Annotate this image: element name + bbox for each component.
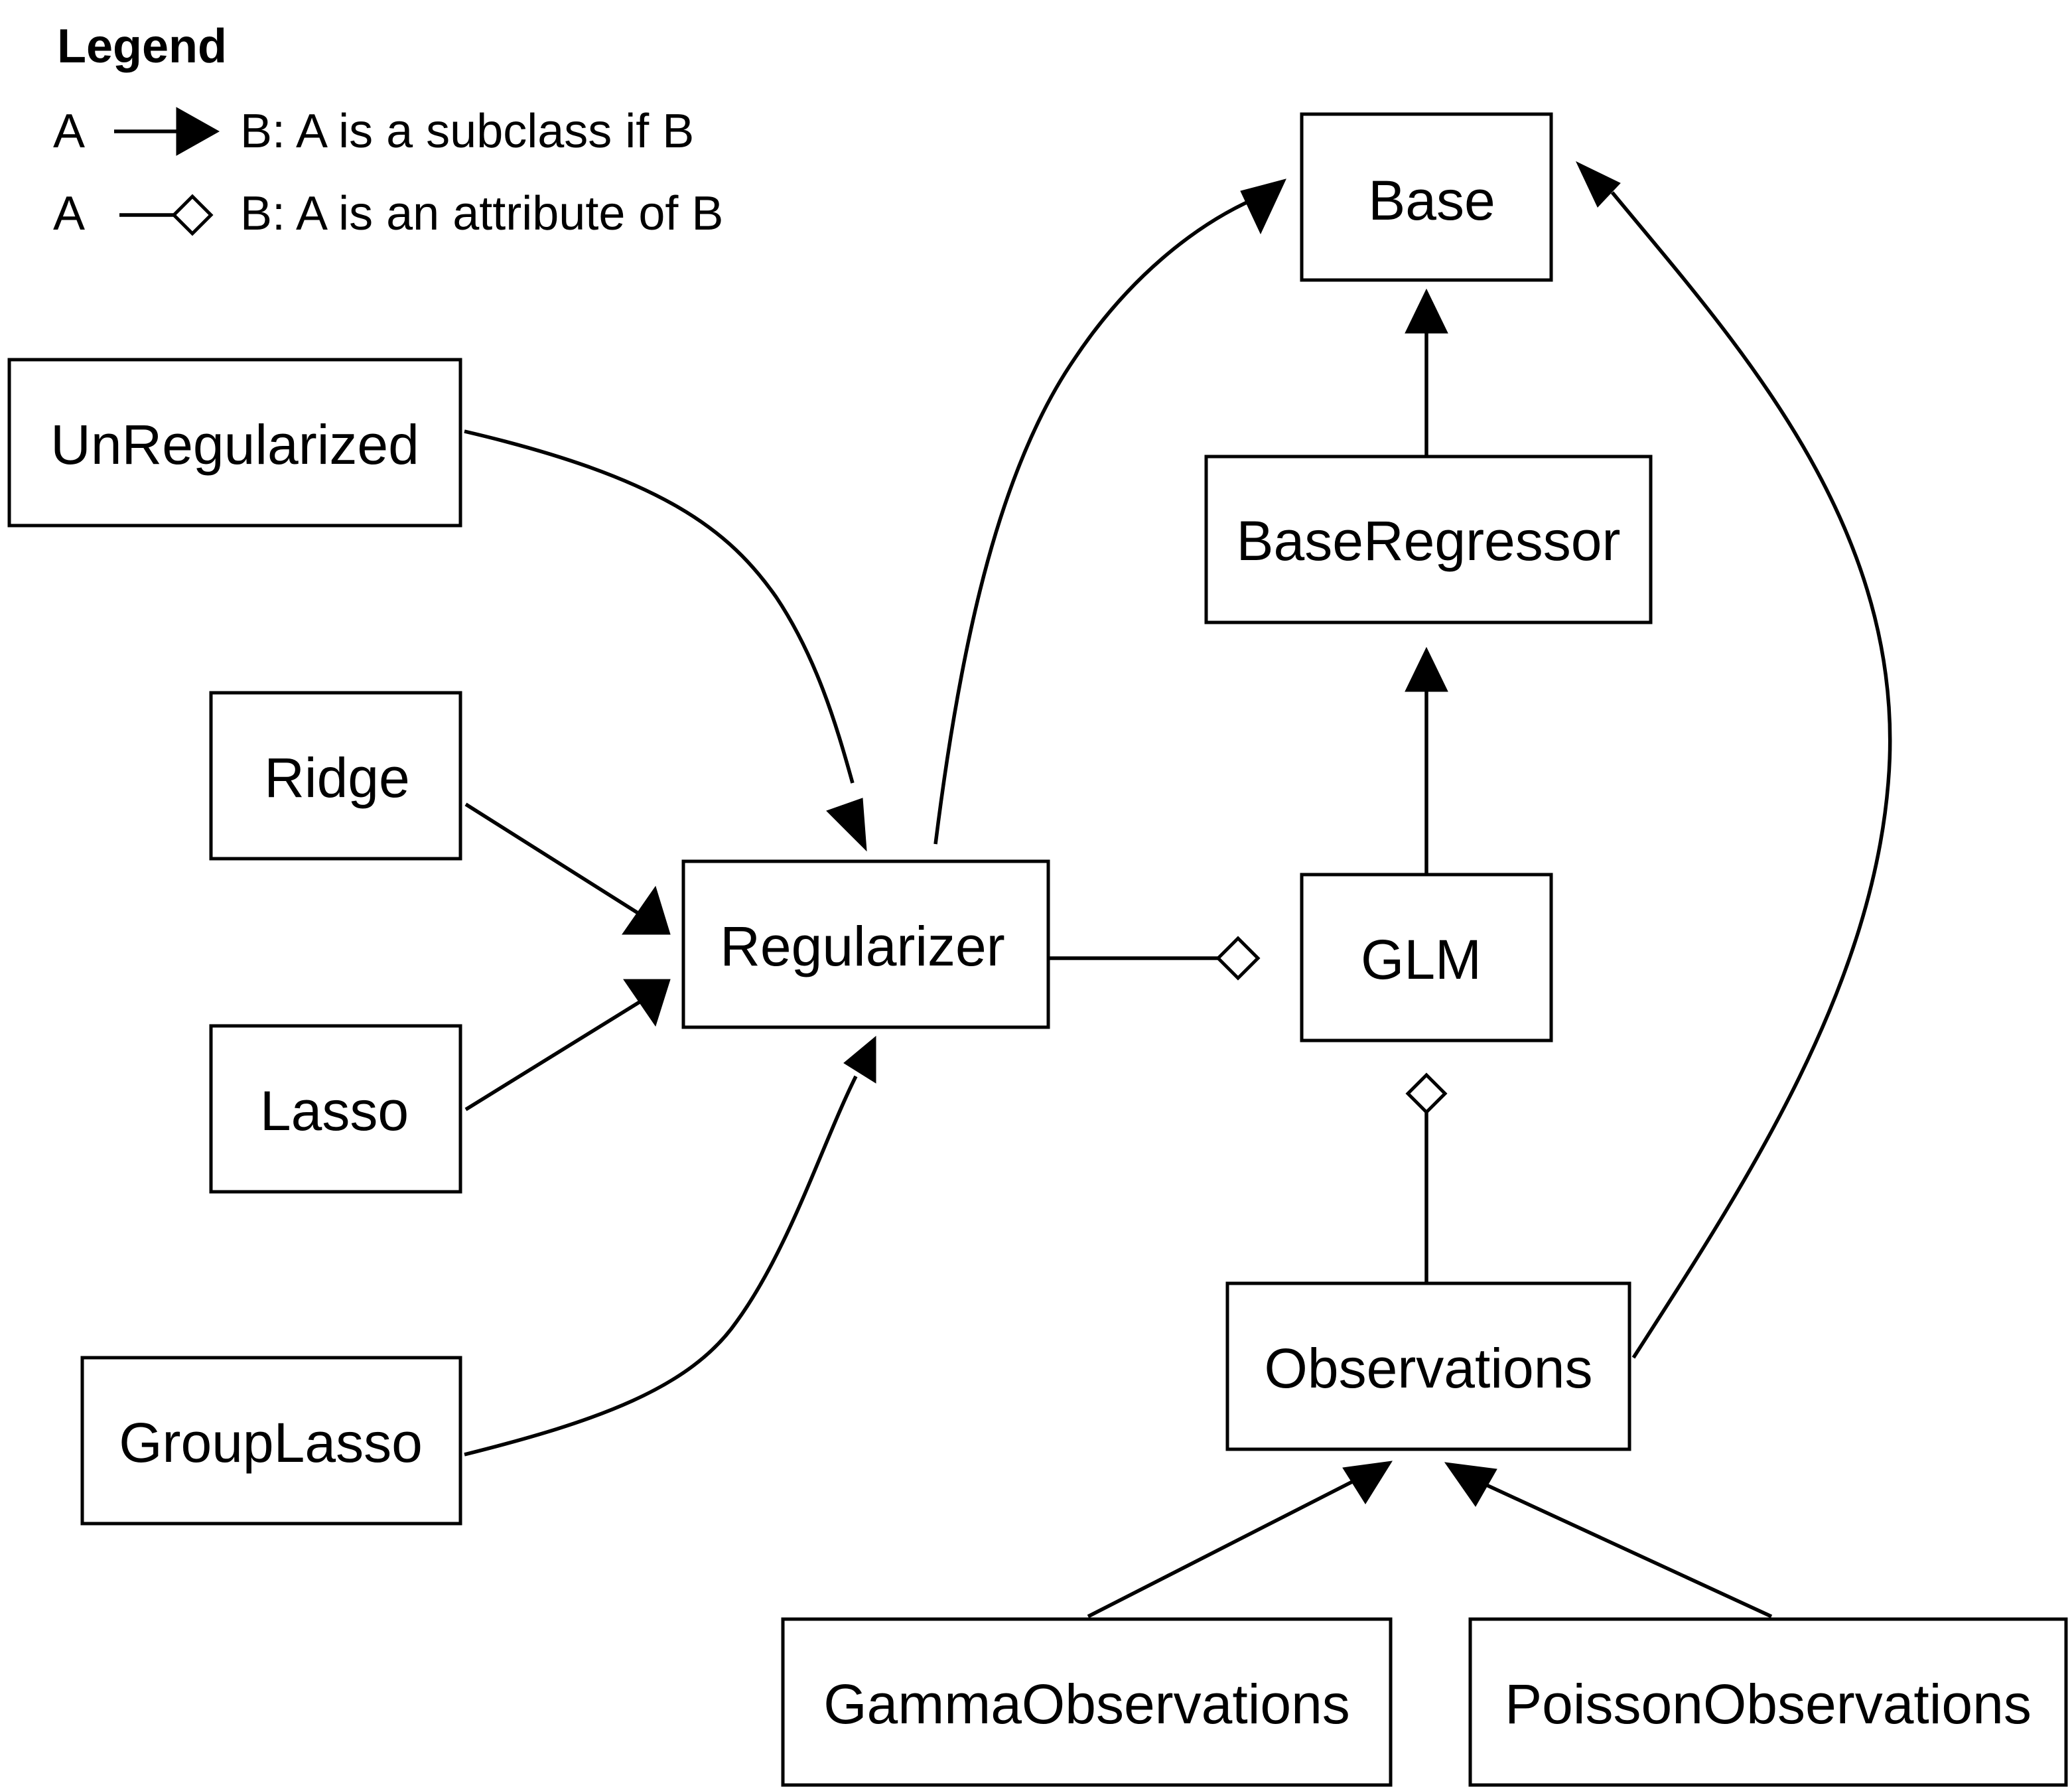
node-gamma-observations-label: GammaObservations xyxy=(823,1673,1350,1735)
edge-grouplasso-to-regularizer xyxy=(464,1075,858,1457)
edge-poisson-to-observations xyxy=(1480,1480,1773,1618)
node-poisson-observations-label: PoissonObservations xyxy=(1505,1673,2032,1735)
node-poisson-observations-box xyxy=(1468,1617,2068,1787)
edge-ridge-to-regularizer xyxy=(464,802,644,918)
edge-gamma-to-observations xyxy=(1087,1479,1355,1618)
node-observations-label: Observations xyxy=(1265,1337,1593,1399)
arrowhead-ridge xyxy=(622,885,671,935)
edges xyxy=(464,161,1892,1618)
node-observations[interactable]: Observations xyxy=(1225,1281,1631,1451)
node-observations-box xyxy=(1225,1281,1631,1451)
node-base[interactable]: Base xyxy=(1300,112,1553,282)
edge-observations-to-base xyxy=(1610,191,1892,1359)
node-ridge-label: Ridge xyxy=(264,747,409,809)
node-ridge-box xyxy=(209,691,462,861)
node-poisson-observations[interactable]: PoissonObservations xyxy=(1468,1617,2068,1787)
node-group-lasso[interactable]: GroupLasso xyxy=(80,1356,462,1526)
edge-regularizer-to-base xyxy=(933,197,1255,845)
node-glm-label: GLM xyxy=(1361,928,1482,991)
diamond-regularizer-glm xyxy=(1215,936,1261,981)
node-base-regressor-label: BaseRegressor xyxy=(1237,510,1621,572)
legend-attribute-left: A xyxy=(53,187,85,240)
legend-attribute-text: B: A is an attribute of B xyxy=(240,187,723,240)
legend-title: Legend xyxy=(57,20,227,73)
node-base-label: Base xyxy=(1368,169,1495,232)
arrowhead-grouplasso xyxy=(843,1035,876,1084)
node-glm-box xyxy=(1300,873,1553,1042)
arrowhead-observations-to-base xyxy=(1575,161,1621,208)
node-base-regressor-box xyxy=(1204,455,1653,624)
arrowhead-lasso xyxy=(623,979,671,1027)
arrowhead-poisson xyxy=(1444,1462,1497,1507)
node-group-lasso-box xyxy=(80,1356,462,1526)
legend-subclass-text: B: A is a subclass if B xyxy=(240,105,694,158)
edge-lasso-to-regularizer xyxy=(464,1000,641,1111)
nodes: Base BaseRegressor GLM Observations Gamm… xyxy=(7,112,2068,1787)
legend-attribute-diamond xyxy=(171,194,214,236)
node-regularizer-box xyxy=(681,859,1050,1029)
node-regularizer[interactable]: Regularizer xyxy=(681,859,1050,1029)
legend-subclass-arrowhead xyxy=(176,107,220,156)
node-ridge[interactable]: Ridge xyxy=(209,691,462,861)
diamond-observations-glm xyxy=(1405,1072,1448,1115)
node-lasso-box xyxy=(209,1024,462,1194)
node-base-regressor[interactable]: BaseRegressor xyxy=(1204,455,1653,624)
legend-subclass-left: A xyxy=(53,105,85,158)
node-glm[interactable]: GLM xyxy=(1300,873,1553,1042)
node-unregularized[interactable]: UnRegularized xyxy=(7,358,462,528)
arrowhead-gamma xyxy=(1342,1461,1393,1504)
node-gamma-observations-box xyxy=(781,1617,1393,1787)
node-unregularized-box xyxy=(7,358,462,528)
node-unregularized-label: UnRegularized xyxy=(50,413,419,476)
legend: Legend A B: A is a subclass if B A B: A … xyxy=(53,20,723,240)
arrowhead-regularizer-to-base xyxy=(1240,179,1286,235)
arrowhead-unregularized xyxy=(826,798,867,852)
node-group-lasso-label: GroupLasso xyxy=(119,1411,423,1474)
arrowhead-baseregressor-to-base xyxy=(1405,288,1448,334)
node-lasso[interactable]: Lasso xyxy=(209,1024,462,1194)
node-gamma-observations[interactable]: GammaObservations xyxy=(781,1617,1393,1787)
node-lasso-label: Lasso xyxy=(260,1080,409,1142)
arrowhead-glm-to-baseregressor xyxy=(1405,646,1448,692)
node-regularizer-label: Regularizer xyxy=(720,915,1005,977)
edge-unregularized-to-regularizer xyxy=(464,429,855,784)
node-base-box xyxy=(1300,112,1553,282)
